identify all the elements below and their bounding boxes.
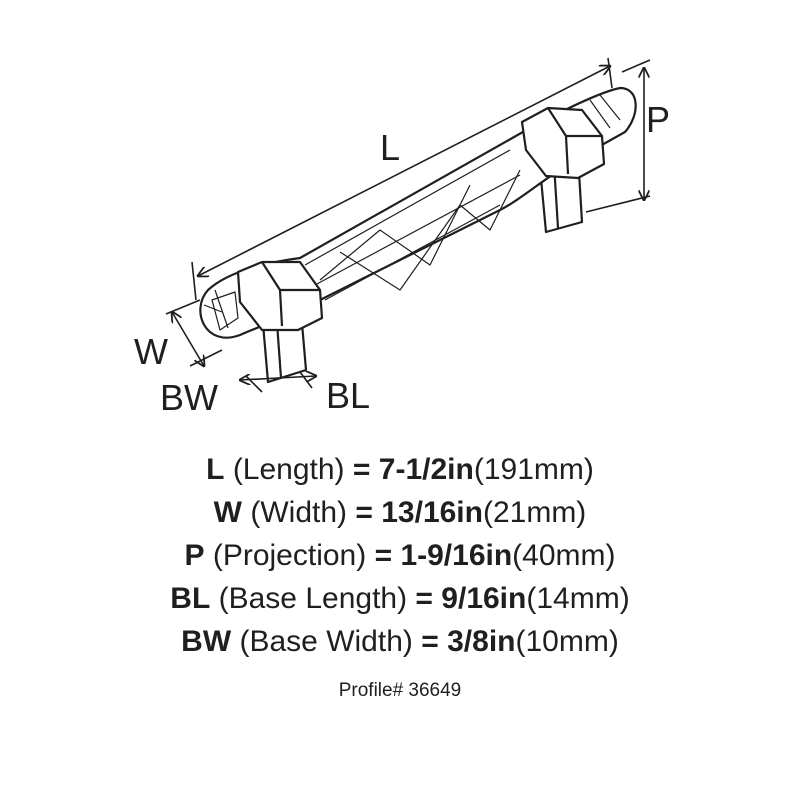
spec-width: W (Width) = 13/16in(21mm) [0, 491, 800, 534]
spec-name: (Base Width) [239, 625, 413, 658]
spec-projection: P (Projection) = 1-9/16in(40mm) [0, 534, 800, 577]
spec-code: W [213, 496, 242, 529]
spec-value: 9/16in [441, 582, 527, 615]
spec-equals: = [415, 582, 433, 615]
label-projection: P [646, 99, 670, 140]
spec-name: (Width) [250, 496, 348, 529]
label-base-width: BW [160, 377, 218, 418]
spec-value: 1-9/16in [400, 539, 513, 572]
spec-metric: (10mm) [515, 625, 619, 658]
specifications-list: L (Length) = 7-1/2in(191mm) W (Width) = … [0, 448, 800, 663]
handle-dimension-diagram: L P W BW BL [134, 57, 670, 418]
label-length: L [380, 127, 400, 168]
spec-code: BL [170, 582, 211, 615]
spec-code: L [206, 453, 225, 486]
length-extension-left [191, 261, 197, 301]
spec-metric: (14mm) [526, 582, 630, 615]
spec-equals: = [374, 539, 393, 572]
spec-value: 7-1/2in [378, 453, 474, 486]
width-dimension-line [172, 312, 204, 366]
spec-value: 13/16in [381, 496, 483, 529]
length-extension-right [607, 57, 613, 89]
label-base-length: BL [326, 375, 370, 416]
base-dimension-line [240, 376, 316, 380]
spec-metric: (40mm) [512, 539, 616, 572]
spec-name: (Base Length) [218, 582, 408, 615]
dimension-lines [165, 57, 651, 393]
length-dimension-line [198, 66, 610, 276]
spec-value: 3/8in [447, 625, 516, 658]
spec-name: (Projection) [212, 539, 367, 572]
profile-number: Profile# 36649 [338, 680, 462, 701]
spec-code: BW [181, 625, 232, 658]
label-width: W [134, 331, 168, 372]
spec-code: P [184, 539, 205, 572]
spec-metric: (21mm) [482, 496, 587, 529]
pull-handle-drawing [199, 86, 637, 384]
spec-equals: = [355, 496, 373, 529]
spec-metric: (191mm) [473, 453, 594, 486]
spec-name: (Length) [232, 453, 345, 486]
spec-base-width: BW (Base Width) = 3/8in(10mm) [0, 620, 800, 663]
spec-equals: = [352, 453, 371, 486]
spec-length: L (Length) = 7-1/2in(191mm) [0, 448, 800, 491]
spec-base-length: BL (Base Length) = 9/16in(14mm) [0, 577, 800, 620]
spec-equals: = [421, 625, 439, 658]
